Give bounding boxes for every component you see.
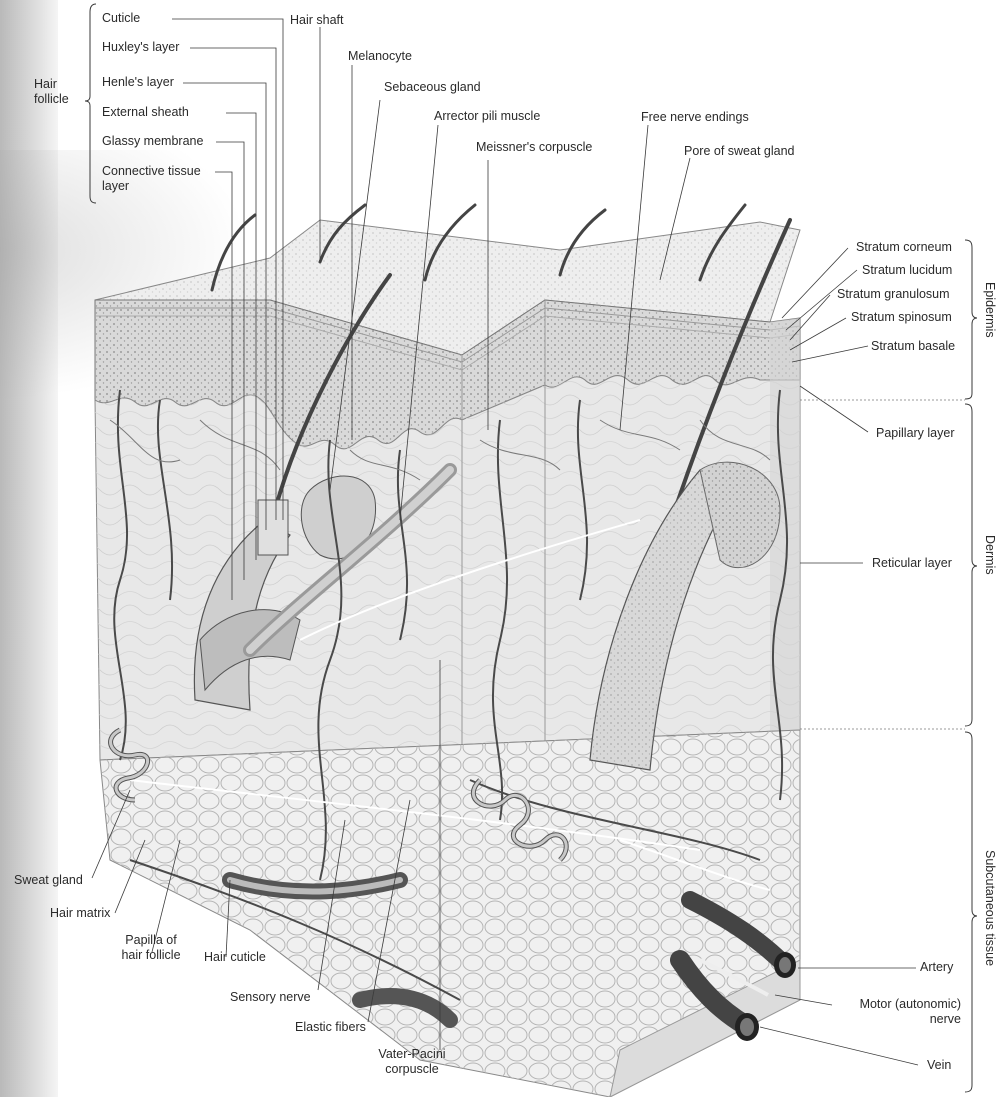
region-label-subcutaneous-tissue: Subcutaneous tissue bbox=[983, 850, 997, 966]
label-artery: Artery bbox=[920, 960, 953, 975]
region-label-epidermis: Epidermis bbox=[983, 282, 997, 338]
label-hair-shaft: Hair shaft bbox=[290, 13, 344, 28]
label-stratum-lucidum: Stratum lucidum bbox=[862, 263, 952, 278]
label-stratum-corneum: Stratum corneum bbox=[856, 240, 952, 255]
label-stratum-granulosum: Stratum granulosum bbox=[837, 287, 950, 302]
label-sebaceous-gland: Sebaceous gland bbox=[384, 80, 481, 95]
label-papilla-of-hair-follicle: Papilla of hair follicle bbox=[109, 933, 193, 963]
label-meissners-corpuscle: Meissner's corpuscle bbox=[476, 140, 592, 155]
label-stratum-basale: Stratum basale bbox=[871, 339, 955, 354]
label-hair-follicle: Hair follicle bbox=[34, 77, 69, 107]
label-free-nerve-endings: Free nerve endings bbox=[641, 110, 749, 125]
label-pore-of-sweat-gland: Pore of sweat gland bbox=[684, 144, 795, 159]
label-elastic-fibers: Elastic fibers bbox=[295, 1020, 366, 1035]
label-glassy-membrane: Glassy membrane bbox=[102, 134, 203, 149]
label-papillary-layer: Papillary layer bbox=[876, 426, 955, 441]
region-label-dermis: Dermis bbox=[983, 535, 997, 575]
label-henles-layer: Henle's layer bbox=[102, 75, 174, 90]
label-hair-cuticle: Hair cuticle bbox=[204, 950, 266, 965]
label-connective-tissue-layer: Connective tissue layer bbox=[102, 164, 201, 194]
label-motor-autonomic-nerve: Motor (autonomic) nerve bbox=[836, 997, 961, 1027]
label-arrector-pili-muscle: Arrector pili muscle bbox=[434, 109, 540, 124]
label-stratum-spinosum: Stratum spinosum bbox=[851, 310, 952, 325]
label-huxleys-layer: Huxley's layer bbox=[102, 40, 179, 55]
label-cuticle: Cuticle bbox=[102, 11, 140, 26]
label-external-sheath: External sheath bbox=[102, 105, 189, 120]
label-hair-matrix: Hair matrix bbox=[50, 906, 110, 921]
label-reticular-layer: Reticular layer bbox=[872, 556, 952, 571]
label-vater-pacini-corpuscle: Vater-Pacini corpuscle bbox=[368, 1047, 456, 1077]
label-sensory-nerve: Sensory nerve bbox=[230, 990, 311, 1005]
label-vein: Vein bbox=[927, 1058, 951, 1073]
subcutaneous-layer bbox=[100, 730, 800, 1097]
label-melanocyte: Melanocyte bbox=[348, 49, 412, 64]
label-sweat-gland: Sweat gland bbox=[14, 873, 83, 888]
